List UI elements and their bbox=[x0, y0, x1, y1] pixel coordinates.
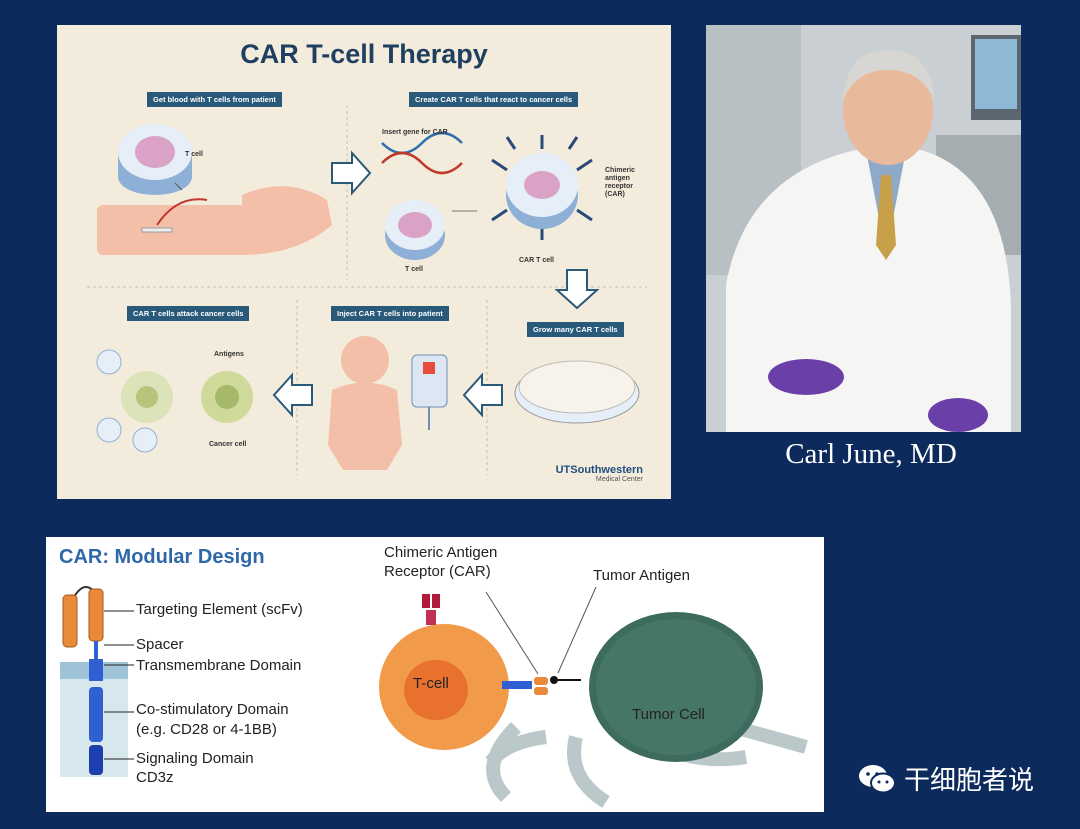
modular-graphics bbox=[60, 586, 808, 808]
logo-sub: Medical Center bbox=[595, 476, 643, 483]
cancer-cell-attacked-icon bbox=[121, 371, 173, 423]
car-label-line2: Receptor (CAR) bbox=[384, 563, 491, 580]
t-cell-label: T cell bbox=[405, 266, 423, 273]
arrow-right-icon bbox=[331, 150, 372, 196]
cancer-cell-label: Cancer cell bbox=[209, 441, 247, 448]
arrow-left-icon bbox=[462, 372, 503, 418]
arm-icon bbox=[97, 186, 332, 255]
photo-caption: Carl June, MD bbox=[785, 438, 957, 470]
car-t-cell-label: CAR T cell bbox=[519, 257, 555, 264]
step-grow: Grow many CAR T cells bbox=[527, 322, 624, 337]
arrow-left-icon bbox=[272, 372, 313, 418]
costim-example-label: (e.g. CD28 or 4-1BB) bbox=[136, 721, 277, 738]
dna-icon bbox=[381, 131, 463, 175]
car-modular-design: CAR: Modular Design Targeting Element (s… bbox=[46, 537, 824, 812]
infographic-title: CAR T-cell Therapy bbox=[240, 39, 488, 69]
transmembrane-label: Transmembrane Domain bbox=[136, 657, 302, 674]
tumor-antigen-label: Tumor Antigen bbox=[593, 567, 690, 584]
signaling-label: Signaling Domain bbox=[136, 750, 254, 767]
step-get-blood: Get blood with T cells from patient bbox=[147, 92, 282, 107]
spacer-label: Spacer bbox=[136, 636, 184, 653]
portrait-photo bbox=[706, 25, 1021, 432]
car-antigen-binding-icon bbox=[502, 676, 581, 695]
step-attack: CAR T cells attack cancer cells bbox=[127, 306, 250, 321]
watermark-text: 干细胞者说 bbox=[904, 766, 1035, 796]
car-label-line1: Chimeric Antigen bbox=[384, 544, 498, 561]
iv-bag-icon bbox=[411, 354, 448, 430]
cancer-cell-icon bbox=[201, 371, 253, 423]
targeting-label: Targeting Element (scFv) bbox=[136, 601, 303, 618]
insert-gene-label: Insert gene for CAR bbox=[382, 129, 448, 136]
t-cell-icon bbox=[385, 200, 445, 260]
step-create-car: Create CAR T cells that react to cancer … bbox=[409, 92, 579, 107]
car-t-cell-icon bbox=[491, 135, 593, 240]
petri-dish-icon bbox=[514, 360, 640, 424]
t-cell-icon bbox=[118, 124, 192, 195]
infographic-graphics bbox=[87, 105, 647, 475]
t-cell-icon bbox=[379, 624, 509, 750]
tumor-cell-icon bbox=[589, 612, 763, 762]
modular-title: CAR: Modular Design bbox=[59, 546, 265, 568]
car-t-infographic: CAR T-cell Therapy Get blood with T cell… bbox=[57, 25, 671, 499]
watermark: 干细胞者说 bbox=[858, 760, 1034, 797]
arrow-down-icon bbox=[554, 269, 600, 310]
car-receptor-label: Chimeric antigen receptor (CAR) bbox=[605, 167, 635, 198]
t-cell-label: T cell bbox=[185, 151, 203, 158]
wechat-icon bbox=[859, 764, 896, 793]
cd3z-label: CD3z bbox=[136, 769, 174, 786]
patient-child-icon bbox=[328, 336, 402, 470]
costim-label: Co-stimulatory Domain bbox=[136, 701, 289, 718]
logo-name: UTSouthwestern bbox=[555, 464, 643, 476]
t-cell-label: T-cell bbox=[413, 675, 449, 692]
car-receptor-icon bbox=[422, 594, 440, 625]
utsw-logo: UTSouthwestern Medical Center bbox=[556, 464, 643, 483]
antigens-label: Antigens bbox=[214, 351, 244, 358]
tumor-cell-label: Tumor Cell bbox=[632, 706, 705, 723]
car-t-cell-small-icon bbox=[96, 349, 158, 453]
step-inject: Inject CAR T cells into patient bbox=[331, 306, 449, 321]
portrait-image bbox=[706, 25, 1021, 432]
